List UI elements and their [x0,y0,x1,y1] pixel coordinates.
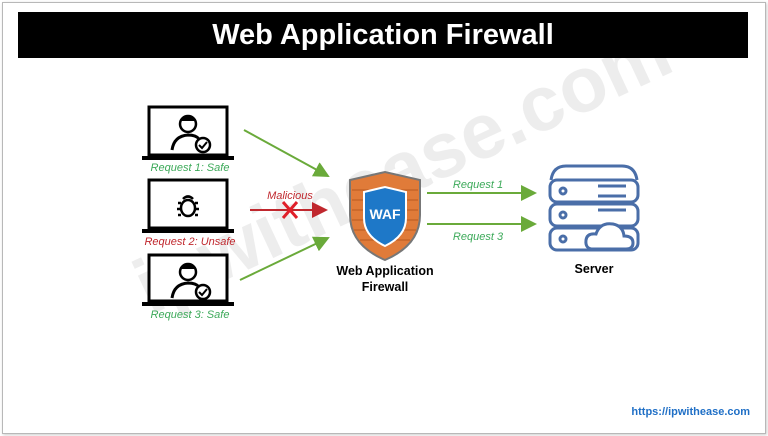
malicious-label: Malicious [267,190,313,202]
waf-badge: WAF [369,206,401,222]
laptop-1 [142,105,234,160]
waf-label-line2: Firewall [361,280,409,294]
waf-shield-icon [349,170,421,262]
server-label: Server [574,262,614,276]
user-check-icon [170,114,212,154]
footer-link[interactable]: https://ipwithease.com [631,406,750,418]
arrow-request-1 [243,129,330,177]
page-title: Web Application Firewall [18,12,748,58]
client-label-3: Request 3: Safe [150,309,230,321]
blocked-x-icon [281,201,299,219]
client-label-1: Request 1: Safe [150,162,230,174]
bug-icon [177,195,199,218]
laptop-2 [142,178,234,233]
laptop-3 [142,253,234,306]
forward-label-3: Request 3 [452,231,504,243]
waf-label: Web Application Firewall [336,263,433,295]
client-label-2: Request 2: Unsafe [144,236,236,248]
user-check-icon [170,262,212,301]
forward-label-1: Request 1 [452,179,504,191]
arrow-request-3 [239,236,330,281]
waf-label-line1: Web Application [336,264,434,278]
server-cloud-icon [548,164,640,252]
